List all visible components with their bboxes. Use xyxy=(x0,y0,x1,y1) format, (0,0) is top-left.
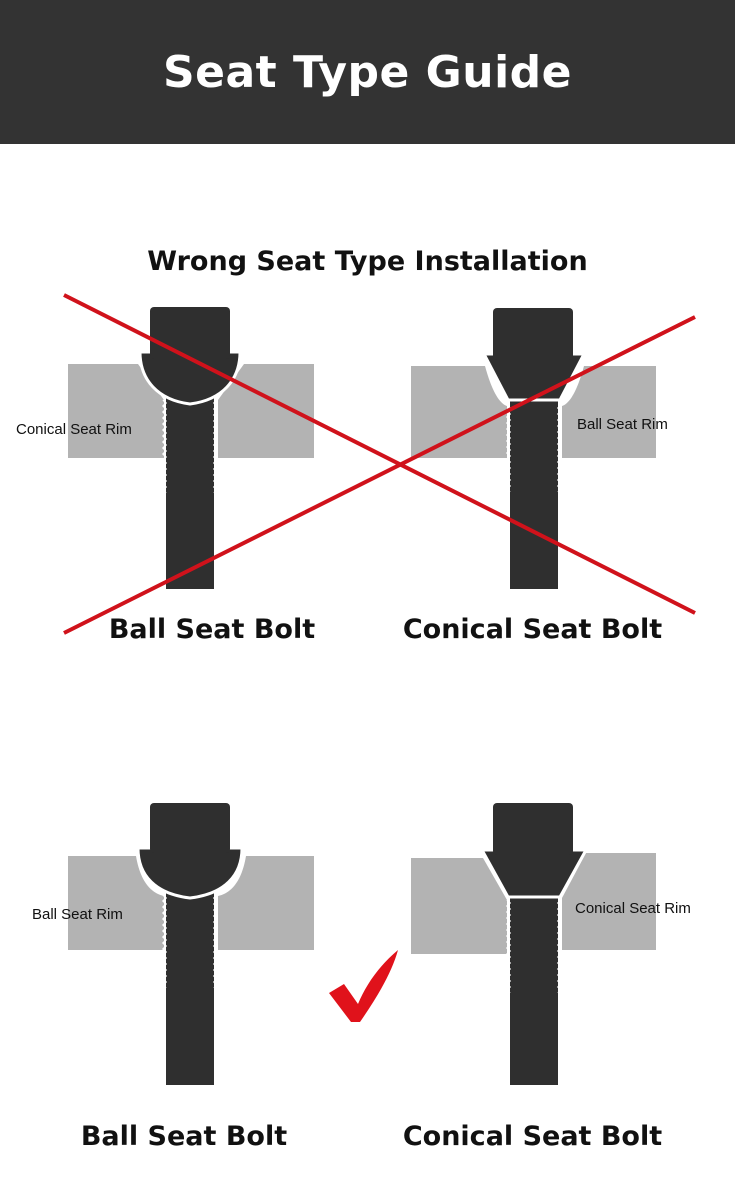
ball-seat xyxy=(138,350,242,406)
red-x-cross-icon xyxy=(63,293,696,635)
rim-block-right xyxy=(562,853,656,950)
correct-left-rim-label: Ball Seat Rim xyxy=(32,906,123,923)
wrong-right-bolt-label: Conical Seat Bolt xyxy=(402,614,663,645)
bolt-shaft xyxy=(505,890,563,1085)
correct-left-assembly xyxy=(68,803,314,1085)
correct-right-bolt-label: Conical Seat Bolt xyxy=(402,1121,663,1152)
bolt-head xyxy=(150,307,230,359)
bolt-head xyxy=(493,308,573,360)
bolt-head xyxy=(150,803,230,853)
wrong-left-bolt-label: Ball Seat Bolt xyxy=(108,614,316,645)
correct-left-bolt-label: Ball Seat Bolt xyxy=(80,1121,288,1152)
wrong-right-assembly xyxy=(411,308,656,589)
wrong-left-rim-label: Conical Seat Rim xyxy=(16,421,132,438)
red-check-mark-icon xyxy=(329,950,398,1022)
bolt-head xyxy=(493,803,573,855)
wrong-right-rim-label: Ball Seat Rim xyxy=(577,416,668,433)
bolt-shaft xyxy=(161,885,219,1085)
bolt-shaft xyxy=(505,395,563,589)
wrong-section-title: Wrong Seat Type Installation xyxy=(147,246,588,277)
page-title: Seat Type Guide xyxy=(162,46,573,98)
ball-seat xyxy=(136,846,244,900)
correct-right-rim-label: Conical Seat Rim xyxy=(575,900,691,917)
correct-right-assembly xyxy=(411,803,656,1085)
wrong-left-assembly xyxy=(68,307,314,589)
header-bar: Seat Type Guide xyxy=(0,0,735,144)
rim-block-left xyxy=(411,858,507,954)
bolt-shaft xyxy=(161,395,219,589)
